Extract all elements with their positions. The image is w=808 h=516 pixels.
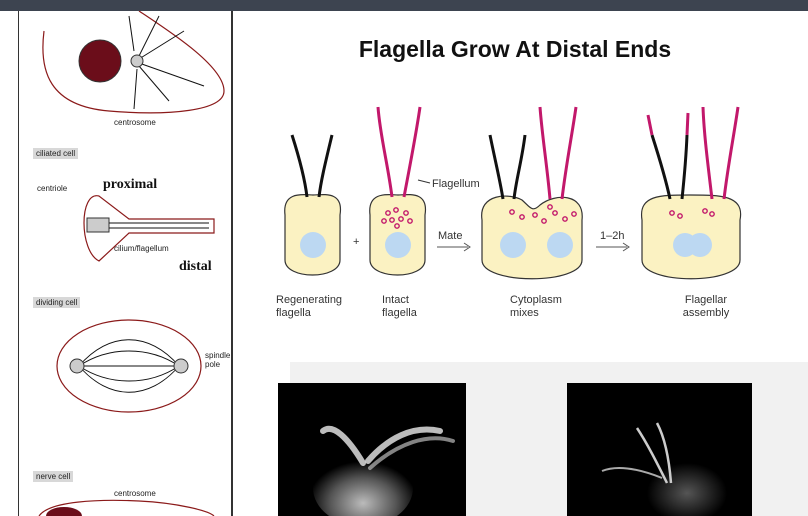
slide-title: Flagella Grow At Distal Ends <box>358 36 672 62</box>
micrograph-right <box>567 383 752 516</box>
proximal-label: proximal <box>103 177 158 192</box>
fused-cell <box>481 106 583 280</box>
regenerating-cell <box>284 134 341 276</box>
left-figure-drawing <box>38 11 225 516</box>
intact-cell <box>369 106 426 276</box>
flagellum-label: Flagellum <box>432 178 480 190</box>
centrosome-label-bottom: centrosome <box>114 489 156 498</box>
flagella-diagram: + <box>284 106 742 280</box>
micrograph-left <box>278 383 466 516</box>
caption-cytoplasm: Cytoplasm mixes <box>510 294 562 319</box>
centrosome-label-top: centrosome <box>114 118 156 127</box>
spindle-pole-label: spindle pole <box>205 351 231 369</box>
plus-sign: + <box>353 236 359 248</box>
time-label: 1–2h <box>600 230 625 242</box>
mate-label: Mate <box>438 230 463 242</box>
dividing-cell-label: dividing cell <box>33 297 81 308</box>
centriole-label: centriole <box>37 184 68 193</box>
assembly-cell <box>641 106 742 280</box>
ciliated-cell-label: ciliated cell <box>33 148 79 159</box>
caption-intact: Intact flagella <box>382 294 417 319</box>
left-figure-panel: centrosome ciliated cell centriole proxi… <box>18 11 233 516</box>
caption-assembly: Flagellar assembly <box>682 294 730 319</box>
window-top-bar <box>0 0 808 11</box>
cilium-flagellum-label: cilium/flagellum <box>114 244 169 253</box>
distal-label: distal <box>179 259 212 274</box>
caption-regenerating: Regenerating flagella <box>276 294 343 319</box>
nerve-cell-label: nerve cell <box>33 471 74 482</box>
